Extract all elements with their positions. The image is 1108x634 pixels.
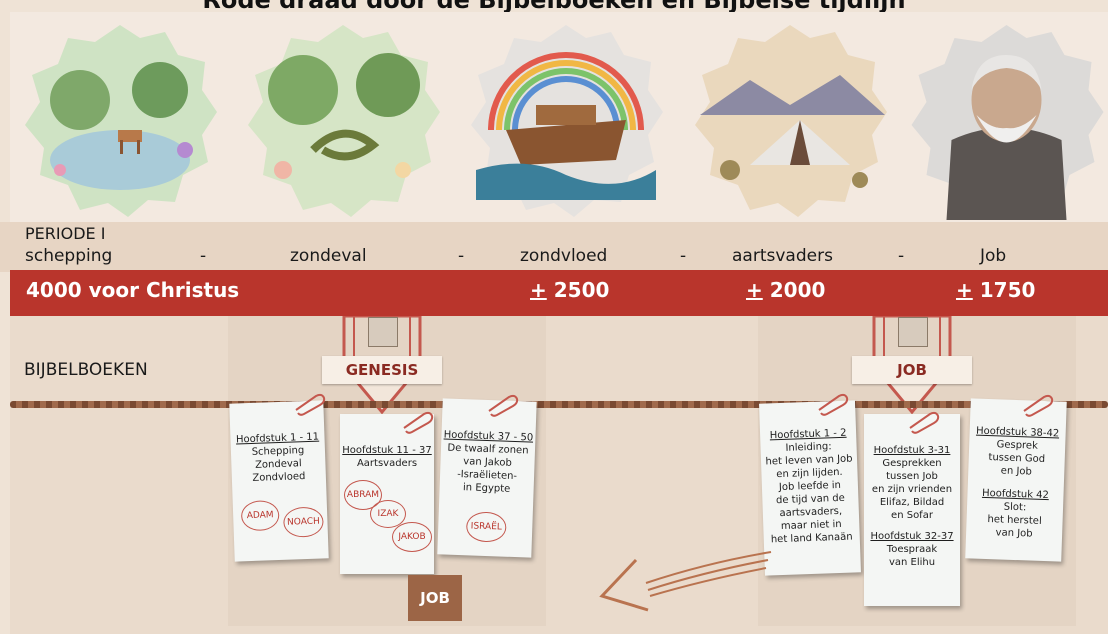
card-line: Toespraak [886,544,938,555]
job-banner: JOB [852,356,972,384]
date-2000-value: 2000 [769,278,826,302]
date-1750: + 1750 [956,278,1035,302]
label-aartsvaders: aartsvaders [732,246,833,266]
card-line: van Elihu [888,557,936,568]
period-labels-row: PERIODE I schepping - zondeval - zondvlo… [0,222,1108,272]
card-line: Elifaz, Bildad [879,497,945,508]
fall-illustration [248,25,440,217]
card-genesis-2: Hoofdstuk 11 - 37 Aartsvaders ABRAM IZAK… [340,414,434,574]
card-line: van Job [995,527,1033,540]
paperclip-icon [488,394,519,417]
card-line: en zijn vrienden [871,484,953,495]
timeline-rope [10,401,1108,408]
date-2500-value: 2500 [553,278,610,302]
name-adam: ADAM [240,500,280,532]
name-noach: NOACH [282,506,324,538]
date-2500: + 2500 [530,278,609,302]
separator: - [680,246,687,266]
separator: - [200,246,207,266]
name-abram: ABRAM [344,480,382,510]
card-line: Zondvloed [252,471,306,484]
card-line: Gesprekken [882,458,942,469]
separator: - [898,246,905,266]
bijbelboeken-label: BIJBELBOEKEN [24,360,148,380]
period-label: PERIODE I [25,224,106,243]
card-heading: Hoofdstuk 11 - 37 [342,445,432,456]
paperclip-icon [403,411,434,434]
arrow-left-icon [599,551,772,612]
card-line: en Sofar [891,510,933,521]
card-line: in Egypte [462,482,511,495]
paperclip-icon [295,393,326,416]
label-job: Job [980,246,1007,266]
paperclip-icon [818,393,849,416]
ark-illustration [471,25,663,217]
date-2000: + 2000 [746,278,825,302]
genesis-book-icon [368,317,398,347]
card-job-3: Hoofdstuk 38-42 Gesprek tussen God en Jo… [965,398,1067,562]
card-genesis-3: Hoofdstuk 37 - 50 De twaalf zonen van Ja… [437,398,537,558]
paperclip-icon [909,411,940,434]
card-heading: Hoofdstuk 3-31 [873,445,951,456]
date-1750-value: 1750 [979,278,1036,302]
approx-sign: + [746,278,763,302]
label-zondeval: zondeval [290,246,367,266]
approx-sign: + [530,278,547,302]
timeline-band: 4000 voor Christus + 2500 + 2000 + 1750 [10,270,1108,316]
job-illustration [911,25,1104,220]
approx-sign: + [956,278,973,302]
card-heading-2: Hoofdstuk 32-37 [870,531,954,542]
separator: - [458,246,465,266]
name-izak: IZAK [370,500,406,528]
page-title: Rode draad door de Bijbelboeken en Bijbe… [202,0,906,14]
creation-illustration [25,25,217,217]
paperclip-icon [1023,394,1054,417]
date-start: 4000 voor Christus [26,278,240,302]
card-line: en Job [1000,465,1033,478]
card-line: Aartsvaders [356,458,418,469]
card-genesis-1: Hoofdstuk 1 - 11 Schepping Zondeval Zond… [229,400,329,562]
card-line: tussen Job [886,471,938,482]
job-book-icon [898,317,928,347]
job-box: JOB [408,575,462,621]
card-job-2: Hoofdstuk 3-31 Gesprekken tussen Job en … [864,414,960,606]
label-zondvloed: zondvloed [520,246,608,266]
label-schepping: schepping [25,246,113,266]
name-jakob: JAKOB [392,522,432,552]
card-line: het land Kanaän [770,531,853,546]
genesis-banner: GENESIS [322,356,442,384]
tent-illustration [695,25,887,217]
name-israel: ISRAËL [465,511,507,543]
